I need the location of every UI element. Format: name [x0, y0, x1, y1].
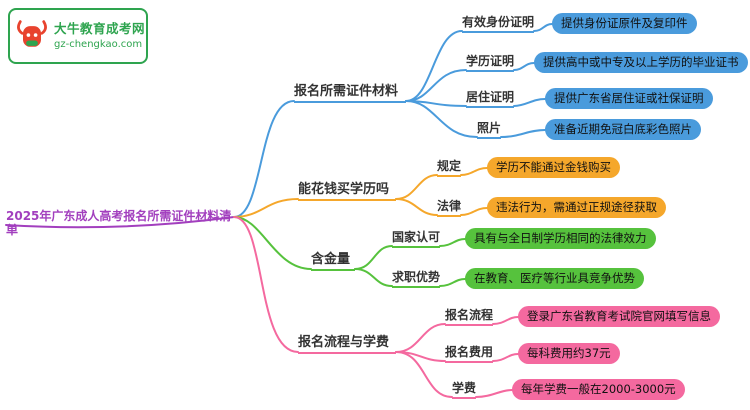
- node-id-proof-value: 提供身份证原件及复印件: [552, 13, 697, 34]
- node-photo-label: 照片: [477, 122, 501, 139]
- node-id-proof-label: 有效身份证明: [462, 16, 534, 33]
- node-law-value: 违法行为，需通过正规途径获取: [487, 197, 666, 218]
- node-edu-proof-label: 学历证明: [466, 55, 514, 72]
- node-state-recognition-value: 具有与全日制学历相同的法律效力: [465, 228, 656, 249]
- node-residence-proof-value: 提供广东省居住证或社保证明: [545, 88, 713, 109]
- node-fee-label: 报名费用: [445, 346, 493, 363]
- node-edu-proof-value: 提供高中或中专及以上学历的毕业证书: [534, 52, 748, 73]
- node-fee-value: 每科费用约37元: [518, 343, 620, 364]
- root-node: 2025年广东成人高考报名所需证件材料清单: [6, 209, 232, 237]
- node-job-advantage-value: 在教育、医疗等行业具竞争优势: [465, 268, 644, 289]
- branch-value: 含金量: [311, 253, 355, 271]
- logo-text: 大牛教育成考网 gz-chengkao.com: [54, 20, 146, 51]
- node-tuition-label: 学费: [452, 382, 476, 399]
- node-process-label: 报名流程: [445, 309, 493, 326]
- node-job-advantage-label: 求职优势: [392, 271, 440, 288]
- logo-title: 大牛教育成考网: [54, 20, 146, 36]
- node-process-value: 登录广东省教育考试院官网填写信息: [518, 306, 720, 327]
- node-law-label: 法律: [437, 200, 461, 217]
- branch-process-tuition: 报名流程与学费: [298, 336, 396, 354]
- node-residence-proof-label: 居住证明: [466, 91, 514, 108]
- site-logo[interactable]: 大牛教育成考网 gz-chengkao.com: [8, 8, 148, 64]
- node-tuition-value: 每年学费一般在2000-3000元: [512, 379, 685, 400]
- logo-domain: gz-chengkao.com: [54, 38, 143, 50]
- node-state-recognition-label: 国家认可: [392, 231, 440, 248]
- branch-buy-diploma: 能花钱买学历吗: [298, 183, 396, 201]
- node-regulation-label: 规定: [437, 160, 461, 177]
- bull-logo-icon: [17, 20, 47, 47]
- branch-required-documents: 报名所需证件材料: [294, 85, 406, 103]
- node-photo-value: 准备近期免冠白底彩色照片: [545, 119, 701, 140]
- node-regulation-value: 学历不能通过金钱购买: [487, 157, 620, 178]
